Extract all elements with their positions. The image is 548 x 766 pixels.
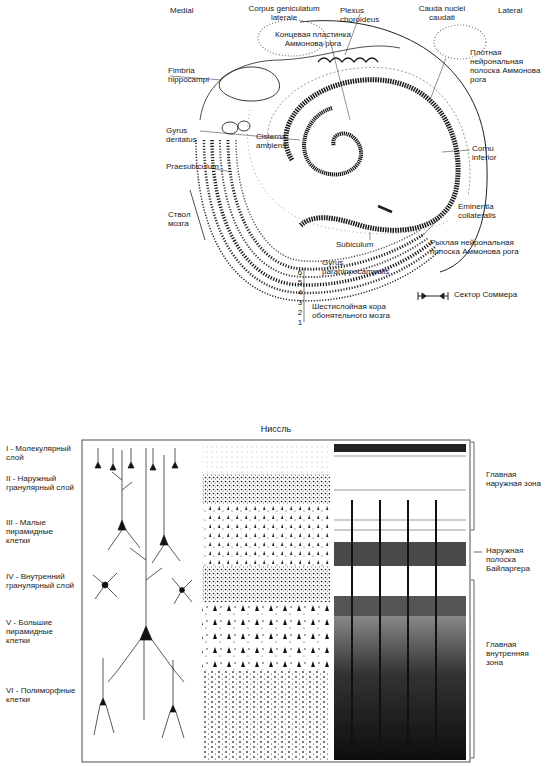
anatomy-label: III - Малые пирамидные клетки xyxy=(6,518,78,545)
alveus xyxy=(248,110,450,234)
anatomy-label: Praesubiculum xyxy=(166,162,216,171)
layer-scale xyxy=(304,268,305,322)
nissl-layer xyxy=(202,444,330,474)
outer-contour xyxy=(300,21,487,272)
layer-number: 1 xyxy=(296,318,304,327)
anatomy-label: Gyrus parahippocampalis xyxy=(322,258,392,276)
layer-number: 2 xyxy=(296,308,304,317)
nissl-layer xyxy=(202,504,330,566)
layer-number: 4 xyxy=(296,288,304,297)
nissl-layer xyxy=(202,566,330,602)
anatomy-label: Lateral xyxy=(498,6,538,15)
hippocampus-section xyxy=(170,14,487,322)
choroid-plexus xyxy=(318,58,378,62)
inner-zone xyxy=(334,616,466,760)
radial-bundles xyxy=(352,500,436,760)
cistern xyxy=(222,122,238,134)
anatomy-label: Главная внутренняя зона xyxy=(486,640,546,667)
layer-number: 3 xyxy=(296,298,304,307)
anatomy-label: II - Наружный гранулярный слой xyxy=(6,474,78,492)
leader-line xyxy=(442,150,470,152)
anatomy-label: Cauda nuclei caudati xyxy=(418,4,466,22)
baillarger-band xyxy=(334,542,466,566)
ammon-horn-fibers xyxy=(268,67,470,196)
anatomy-label: Главная наружная зона xyxy=(486,470,546,488)
cortex-panel xyxy=(82,440,482,762)
anatomy-label: Шестислойная кора обонятельного мозга xyxy=(312,302,412,320)
golgi-neurons xyxy=(93,448,192,738)
myelin-column xyxy=(334,444,466,760)
anatomy-label: Subiculum xyxy=(336,240,386,249)
anatomy-label: Концевая пластинка Аммонова рога xyxy=(272,30,354,48)
anatomy-label: I - Молекулярный слой xyxy=(6,444,78,462)
leader-line xyxy=(370,232,371,240)
ammon-horn-band xyxy=(286,80,458,231)
anatomy-label: V - Большие пирамидные клетки xyxy=(6,618,78,645)
anatomy-label: Cornu inferior xyxy=(472,144,512,162)
nissl-layer xyxy=(202,474,330,504)
arrow-mark xyxy=(378,206,392,212)
anatomy-label: Наружная полоска Байларгера xyxy=(486,546,546,573)
horizontal-fibers xyxy=(334,456,466,530)
anatomy-label: Ствол мозга xyxy=(168,210,198,228)
anatomy-label: IV - Внутренний гранулярный слой xyxy=(6,572,78,590)
inner-band xyxy=(334,596,466,616)
anatomy-label: Cisterna ambiens xyxy=(256,132,298,150)
layer-number: 6 xyxy=(296,268,304,277)
leader-line xyxy=(420,218,440,238)
zone-brackets xyxy=(471,442,482,758)
dentate-gyrus-band xyxy=(304,108,361,174)
anatomy-label: Плотная нейрональная полоска Аммонова ро… xyxy=(470,48,546,84)
ventricle-roof xyxy=(200,46,400,120)
panel-frame xyxy=(82,440,470,762)
tangential-fibers xyxy=(334,444,466,452)
anatomy-label: Рыхлая нейрональная полоска Аммонова рог… xyxy=(430,238,522,256)
nissl-layer xyxy=(202,602,330,670)
anatomy-label: Gyrus dentatus xyxy=(166,126,206,144)
anatomy-label: VI - Полиморфные клетки xyxy=(6,686,78,704)
legend-text: Сектор Соммера xyxy=(454,290,534,299)
anatomy-label: Medial xyxy=(170,6,210,15)
anatomy-label: Corpus geniculatum laterale xyxy=(246,4,322,22)
anatomy-label: Plexus choroideus xyxy=(340,6,400,24)
sommer-sector-sample xyxy=(418,292,448,300)
brainstem-arrow xyxy=(190,190,205,240)
anatomy-label: Eminentia collateralis xyxy=(458,202,518,220)
nissl-layer xyxy=(202,670,330,760)
leader-line xyxy=(330,40,350,120)
layer-number: 5 xyxy=(296,278,304,287)
anatomy-label: Fimbria hippocampi xyxy=(168,66,228,84)
leader-line xyxy=(430,58,446,100)
cortex-layers xyxy=(196,140,440,301)
anatomy-label: Ниссль xyxy=(246,424,306,434)
fimbria xyxy=(219,67,279,101)
